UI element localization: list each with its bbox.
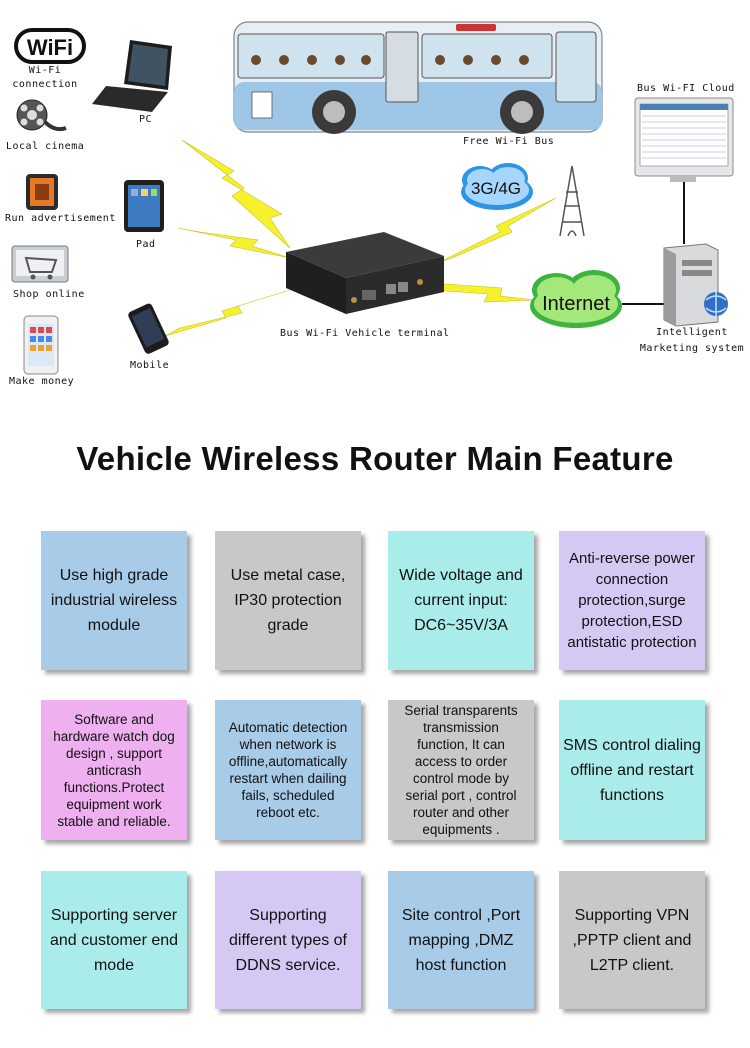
feature-card: SMS control dialing offline and restart … bbox=[559, 700, 705, 840]
bus-icon bbox=[233, 21, 603, 134]
feature-text: Use metal case, IP30 protection grade bbox=[230, 567, 346, 634]
feature-text: Software and hardware watch dog design ,… bbox=[53, 711, 175, 829]
feature-card: Site control ,Port mapping ,DMZ host fun… bbox=[388, 871, 534, 1009]
feature-text: Use high grade industrial wireless modul… bbox=[50, 567, 178, 634]
feature-text: Site control ,Port mapping ,DMZ host fun… bbox=[401, 906, 521, 974]
cell-tower-icon bbox=[559, 165, 585, 237]
label-mobile: Mobile bbox=[130, 360, 170, 371]
lightning-3g-icon bbox=[439, 197, 557, 263]
label-free-wifi-bus: Free Wi-Fi Bus bbox=[463, 136, 555, 147]
wifi-logo-icon: WiFi bbox=[14, 28, 86, 64]
smartphone-app-icon bbox=[23, 315, 59, 375]
feature-text: Supporting VPN ,PPTP client and L2TP cli… bbox=[572, 906, 692, 974]
lightning-internet-icon bbox=[431, 283, 536, 303]
feature-card: Wide voltage and current input: DC6~35V/… bbox=[388, 531, 534, 670]
feature-card: Supporting server and customer end mode bbox=[41, 871, 187, 1009]
label-vehicle-terminal: Bus Wi-Fi Vehicle terminal bbox=[280, 328, 450, 339]
lightning-bolts bbox=[164, 139, 557, 337]
wifi-logo-text: WiFi bbox=[27, 35, 73, 60]
feature-card: Anti-reverse power connection protection… bbox=[559, 531, 705, 670]
feature-text: Automatic detection when network is offl… bbox=[228, 720, 348, 820]
phone-advert-icon bbox=[26, 174, 58, 210]
label-wifi-connection: Wi-Fi connection bbox=[12, 65, 78, 90]
shopping-cart-icon bbox=[11, 245, 69, 283]
vehicle-terminal-icon bbox=[286, 232, 444, 314]
lightning-mobile-icon bbox=[164, 289, 291, 337]
feature-card: Use high grade industrial wireless modul… bbox=[41, 531, 187, 670]
film-reel-icon bbox=[16, 99, 67, 132]
tablet-icon bbox=[124, 180, 164, 232]
feature-card: Serial transparents transmission functio… bbox=[388, 700, 534, 840]
feature-text: SMS control dialing offline and restart … bbox=[563, 736, 701, 804]
feature-text: Wide voltage and current input: DC6~35V/… bbox=[399, 567, 523, 634]
cloud-3g-icon: 3G/4G bbox=[461, 163, 533, 210]
lightning-bus-icon bbox=[181, 139, 291, 249]
network-line bbox=[622, 176, 685, 305]
feature-card: Software and hardware watch dog design ,… bbox=[41, 700, 187, 840]
mobile-phone-icon bbox=[128, 303, 169, 354]
feature-text: Supporting server and customer end mode bbox=[49, 906, 179, 974]
feature-text: Serial transparents transmission functio… bbox=[404, 703, 518, 837]
feature-text: Supporting different types of DDNS servi… bbox=[229, 906, 347, 974]
cloud-3g-text: 3G/4G bbox=[471, 179, 521, 198]
internet-text: Internet bbox=[542, 293, 610, 315]
internet-cloud-icon: Internet bbox=[530, 270, 622, 328]
laptop-icon bbox=[92, 40, 172, 112]
lightning-pad-icon bbox=[177, 227, 291, 259]
label-pc: PC bbox=[139, 114, 153, 125]
label-shop-online: Shop online bbox=[13, 289, 85, 300]
feature-card: Automatic detection when network is offl… bbox=[215, 700, 361, 840]
label-make-money: Make money bbox=[9, 376, 75, 387]
label-local-cinema: Local cinema bbox=[6, 141, 85, 152]
feature-text: Anti-reverse power connection protection… bbox=[567, 550, 697, 651]
monitor-icon bbox=[634, 97, 734, 182]
feature-card: Supporting VPN ,PPTP client and L2TP cli… bbox=[559, 871, 705, 1009]
server-tower-icon bbox=[663, 243, 728, 327]
label-intelligent-marketing: Intelligent Marketing system bbox=[639, 327, 745, 354]
label-run-advertisement: Run advertisement bbox=[5, 213, 116, 224]
page-title: Vehicle Wireless Router Main Feature bbox=[76, 440, 674, 477]
feature-card: Use metal case, IP30 protection grade bbox=[215, 531, 361, 670]
feature-card: Supporting different types of DDNS servi… bbox=[215, 871, 361, 1009]
label-pad: Pad bbox=[136, 239, 156, 250]
network-diagram: WiFi bbox=[11, 21, 734, 375]
label-bus-wifi-cloud: Bus Wi-FI Cloud bbox=[637, 83, 735, 94]
